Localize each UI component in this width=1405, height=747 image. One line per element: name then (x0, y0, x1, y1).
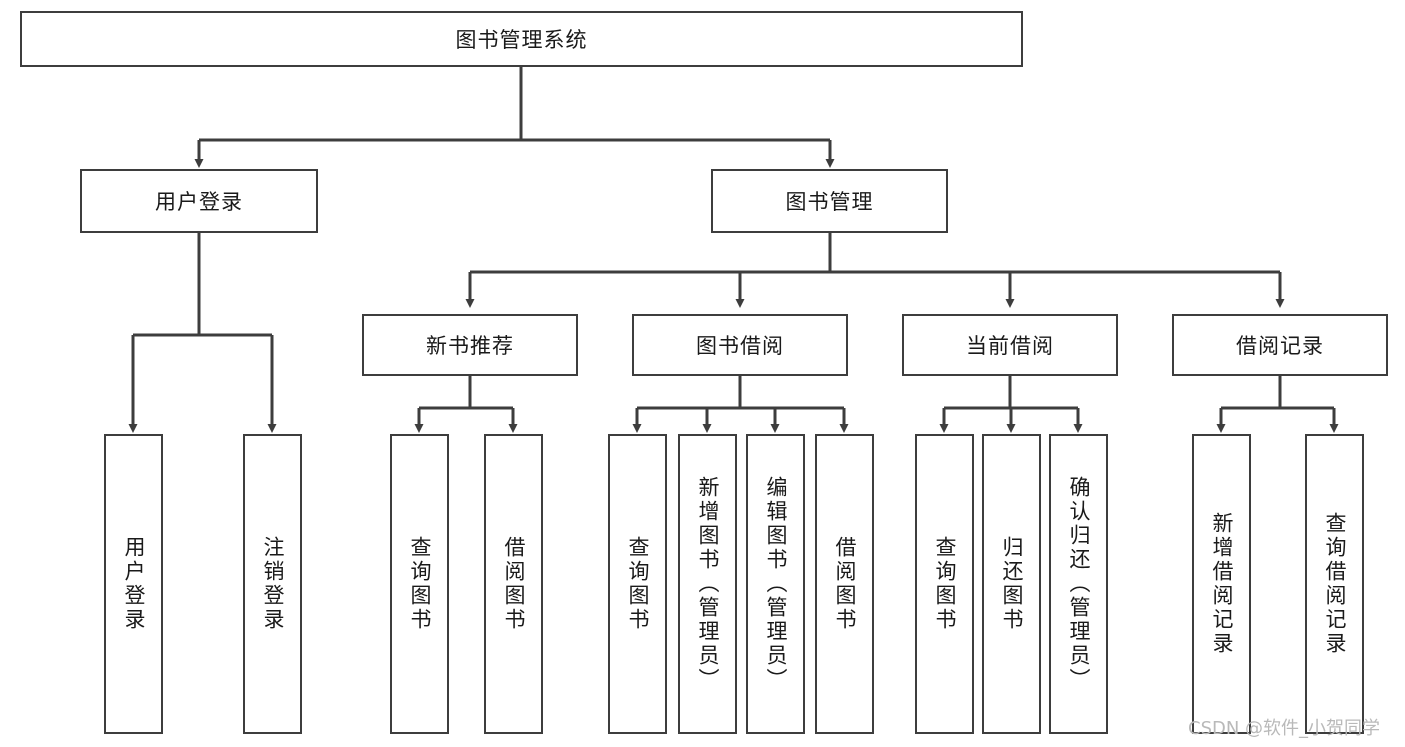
node-label: 查询借阅记录 (1323, 512, 1347, 656)
leaf-logout[interactable]: 注销登录 (243, 434, 302, 734)
node-current-borrow[interactable]: 当前借阅 (902, 314, 1118, 376)
node-label: 查询图书 (933, 536, 957, 632)
node-label: 用户登录 (122, 536, 146, 632)
node-borrow-record[interactable]: 借阅记录 (1172, 314, 1388, 376)
node-root[interactable]: 图书管理系统 (20, 11, 1023, 67)
node-label: 用户登录 (155, 190, 243, 214)
node-label: 当前借阅 (966, 334, 1054, 358)
watermark: CSDN @软件_小贺同学 (1188, 718, 1381, 739)
node-label: 注销登录 (261, 536, 285, 632)
leaf-edit-book-admin[interactable]: 编辑图书（管理员） (746, 434, 805, 734)
node-book-management[interactable]: 图书管理 (711, 169, 948, 233)
leaf-return-book[interactable]: 归还图书 (982, 434, 1041, 734)
leaf-query-borrow-record[interactable]: 查询借阅记录 (1305, 434, 1364, 734)
node-label: 图书管理 (785, 190, 874, 214)
leaf-confirm-return-admin[interactable]: 确认归还（管理员） (1049, 434, 1108, 734)
node-label: 查询图书 (408, 536, 432, 632)
node-book-borrow[interactable]: 图书借阅 (632, 314, 848, 376)
node-label: 新增借阅记录 (1210, 512, 1234, 656)
node-label: 借阅图书 (502, 536, 526, 632)
node-label: 新书推荐 (426, 334, 514, 358)
leaf-query-book-current[interactable]: 查询图书 (915, 434, 974, 734)
node-label: 图书借阅 (696, 334, 784, 358)
leaf-query-book-borrow[interactable]: 查询图书 (608, 434, 667, 734)
node-label: 新增图书（管理员） (696, 476, 720, 692)
node-label: 借阅记录 (1236, 334, 1324, 358)
leaf-add-book-admin[interactable]: 新增图书（管理员） (678, 434, 737, 734)
node-new-book-recommend[interactable]: 新书推荐 (362, 314, 578, 376)
node-label: 借阅图书 (833, 536, 857, 632)
node-user-login[interactable]: 用户登录 (80, 169, 318, 233)
node-label: 图书管理系统 (455, 28, 588, 52)
node-label: 查询图书 (626, 536, 650, 632)
leaf-user-login[interactable]: 用户登录 (104, 434, 163, 734)
leaf-add-borrow-record[interactable]: 新增借阅记录 (1192, 434, 1251, 734)
leaf-borrow-book[interactable]: 借阅图书 (815, 434, 874, 734)
node-label: 归还图书 (1000, 536, 1024, 632)
node-label: 编辑图书（管理员） (764, 476, 788, 692)
node-label: 确认归还（管理员） (1067, 476, 1091, 692)
leaf-borrow-book-recommend[interactable]: 借阅图书 (484, 434, 543, 734)
leaf-query-book-recommend[interactable]: 查询图书 (390, 434, 449, 734)
